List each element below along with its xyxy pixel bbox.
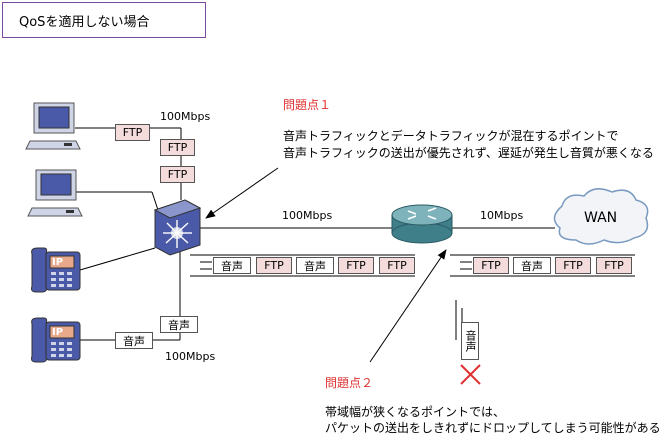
- voice-packet: 音声: [296, 257, 334, 274]
- ftp-packet: FTP: [115, 124, 150, 141]
- voice-packet: 音声: [513, 257, 551, 274]
- ip-label: IP: [52, 257, 64, 268]
- pc-icon: [25, 102, 81, 150]
- router-icon: [391, 204, 453, 244]
- voice-packet: 音声: [160, 316, 198, 333]
- problem2-line: パケットの送出をしきれずにドロップしてしまう可能性がある。: [325, 421, 661, 435]
- ftp-packet: FTP: [379, 257, 415, 274]
- problem2-arrow: [369, 249, 447, 363]
- speed-label-phone: 100Mbps: [165, 350, 216, 363]
- dropped-voice-packet: 音声: [461, 322, 479, 360]
- problem1-line: 音声トラフィックの送出が優先されず、遅延が発生し音質が悪くなる: [283, 146, 654, 160]
- ftp-packet: FTP: [555, 257, 591, 274]
- problem2-line: 帯域幅が狭くなるポイントでは、: [325, 405, 506, 419]
- page-title: QoSを適用しない場合: [19, 14, 150, 30]
- speed-label-lan: 100Mbps: [282, 209, 333, 222]
- pc-icon: [27, 169, 83, 217]
- speed-label-wan: 10Mbps: [480, 209, 524, 222]
- drop-x-icon: [460, 364, 481, 385]
- problem2-heading: 問題点２: [325, 376, 374, 390]
- problem1-line: 音声トラフィックとデータトラフィックが混在するポイントで: [283, 129, 619, 143]
- ftp-packet: FTP: [160, 166, 195, 183]
- problem1-heading: 問題点１: [283, 98, 332, 112]
- voice-packet: 音声: [115, 332, 153, 349]
- wan-cloud-icon: [553, 188, 649, 245]
- ftp-packet: FTP: [338, 257, 374, 274]
- title-box: QoSを適用しない場合: [2, 2, 206, 38]
- speed-label-pc: 100Mbps: [160, 110, 211, 123]
- ip-phone-icon: [31, 317, 81, 363]
- ip-label: IP: [52, 327, 64, 338]
- wan-label: WAN: [584, 210, 618, 226]
- ftp-packet: FTP: [596, 257, 632, 274]
- voice-packet: 音声: [213, 257, 251, 274]
- ftp-packet: FTP: [256, 257, 292, 274]
- problem1-arrow: [205, 167, 279, 219]
- layer3-switch-icon: [153, 199, 202, 256]
- ftp-packet: FTP: [160, 139, 195, 156]
- ip-phone-icon: [31, 247, 81, 293]
- ftp-packet: FTP: [473, 257, 509, 274]
